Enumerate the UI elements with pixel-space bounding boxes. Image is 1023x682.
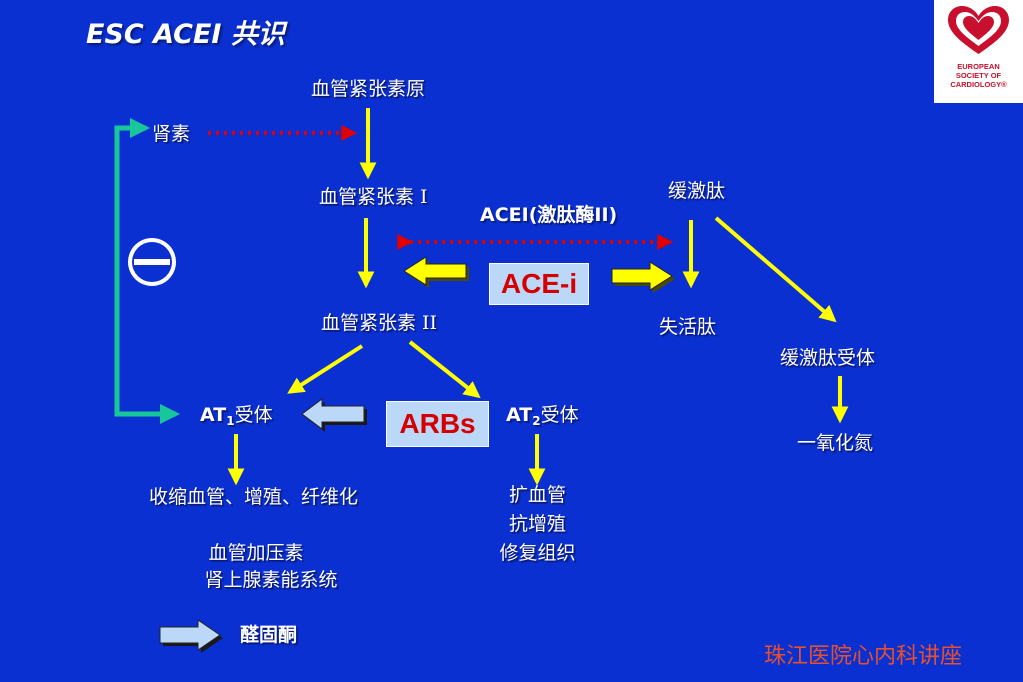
logo-text-line3: CARDIOLOGY®: [950, 80, 1007, 89]
node-angiotensin-1: 血管紧张素 I: [319, 186, 428, 208]
node-at2-receptor: AT2受体: [506, 404, 579, 428]
block-arrow-ace-right: [611, 261, 675, 293]
block-arrow-arb-left: [301, 398, 367, 432]
arrow-bradykinin-to-receptor: [714, 216, 837, 323]
node-at1-receptor: AT1受体: [200, 404, 273, 428]
heart-icon: [948, 6, 1009, 54]
at1-effect-2: 血管加压素: [208, 542, 304, 564]
block-arrow-ace-left: [403, 256, 469, 288]
arrow-ang2-to-at1: [287, 344, 364, 394]
node-aldosterone: 醛固酮: [240, 624, 298, 646]
drug-box-ace-inhibitor: ACE-i: [489, 263, 589, 305]
esc-logo: EUROPEAN SOCIETY OF CARDIOLOGY®: [934, 0, 1023, 103]
logo-text-line2: SOCIETY OF: [955, 71, 1002, 80]
node-bradykinin-receptor: 缓激肽受体: [780, 347, 876, 369]
node-inactive-peptide: 失活肽: [659, 316, 717, 338]
block-arrow-aldosterone: [159, 619, 223, 653]
node-angiotensin-2: 血管紧张素 II: [321, 312, 438, 334]
minus-circle-icon: [128, 238, 176, 286]
arrow-ang2-to-at2: [408, 340, 481, 399]
footer-lecture-credit: 珠江医院心内科讲座: [764, 644, 963, 669]
node-nitric-oxide: 一氧化氮: [797, 432, 874, 454]
node-bradykinin: 缓激肽: [668, 180, 726, 202]
at1-effect-3: 肾上腺素能系统: [204, 569, 338, 591]
node-renin: 肾素: [152, 123, 191, 145]
at2-effect-1: 扩血管: [508, 484, 566, 506]
at2-effect-2: 抗增殖: [508, 513, 566, 535]
drug-box-arbs: ARBs: [386, 401, 489, 447]
label-acei-kininase: ACEI(激肽酶II): [480, 204, 618, 226]
slide-title: ESC ACEI 共识: [86, 19, 285, 50]
at2-effect-3: 修复组织: [499, 542, 576, 564]
node-angiotensinogen: 血管紧张素原: [311, 78, 426, 100]
logo-text-line1: EUROPEAN: [957, 62, 1000, 71]
at1-effect-1: 收缩血管、增殖、纤维化: [149, 486, 359, 508]
